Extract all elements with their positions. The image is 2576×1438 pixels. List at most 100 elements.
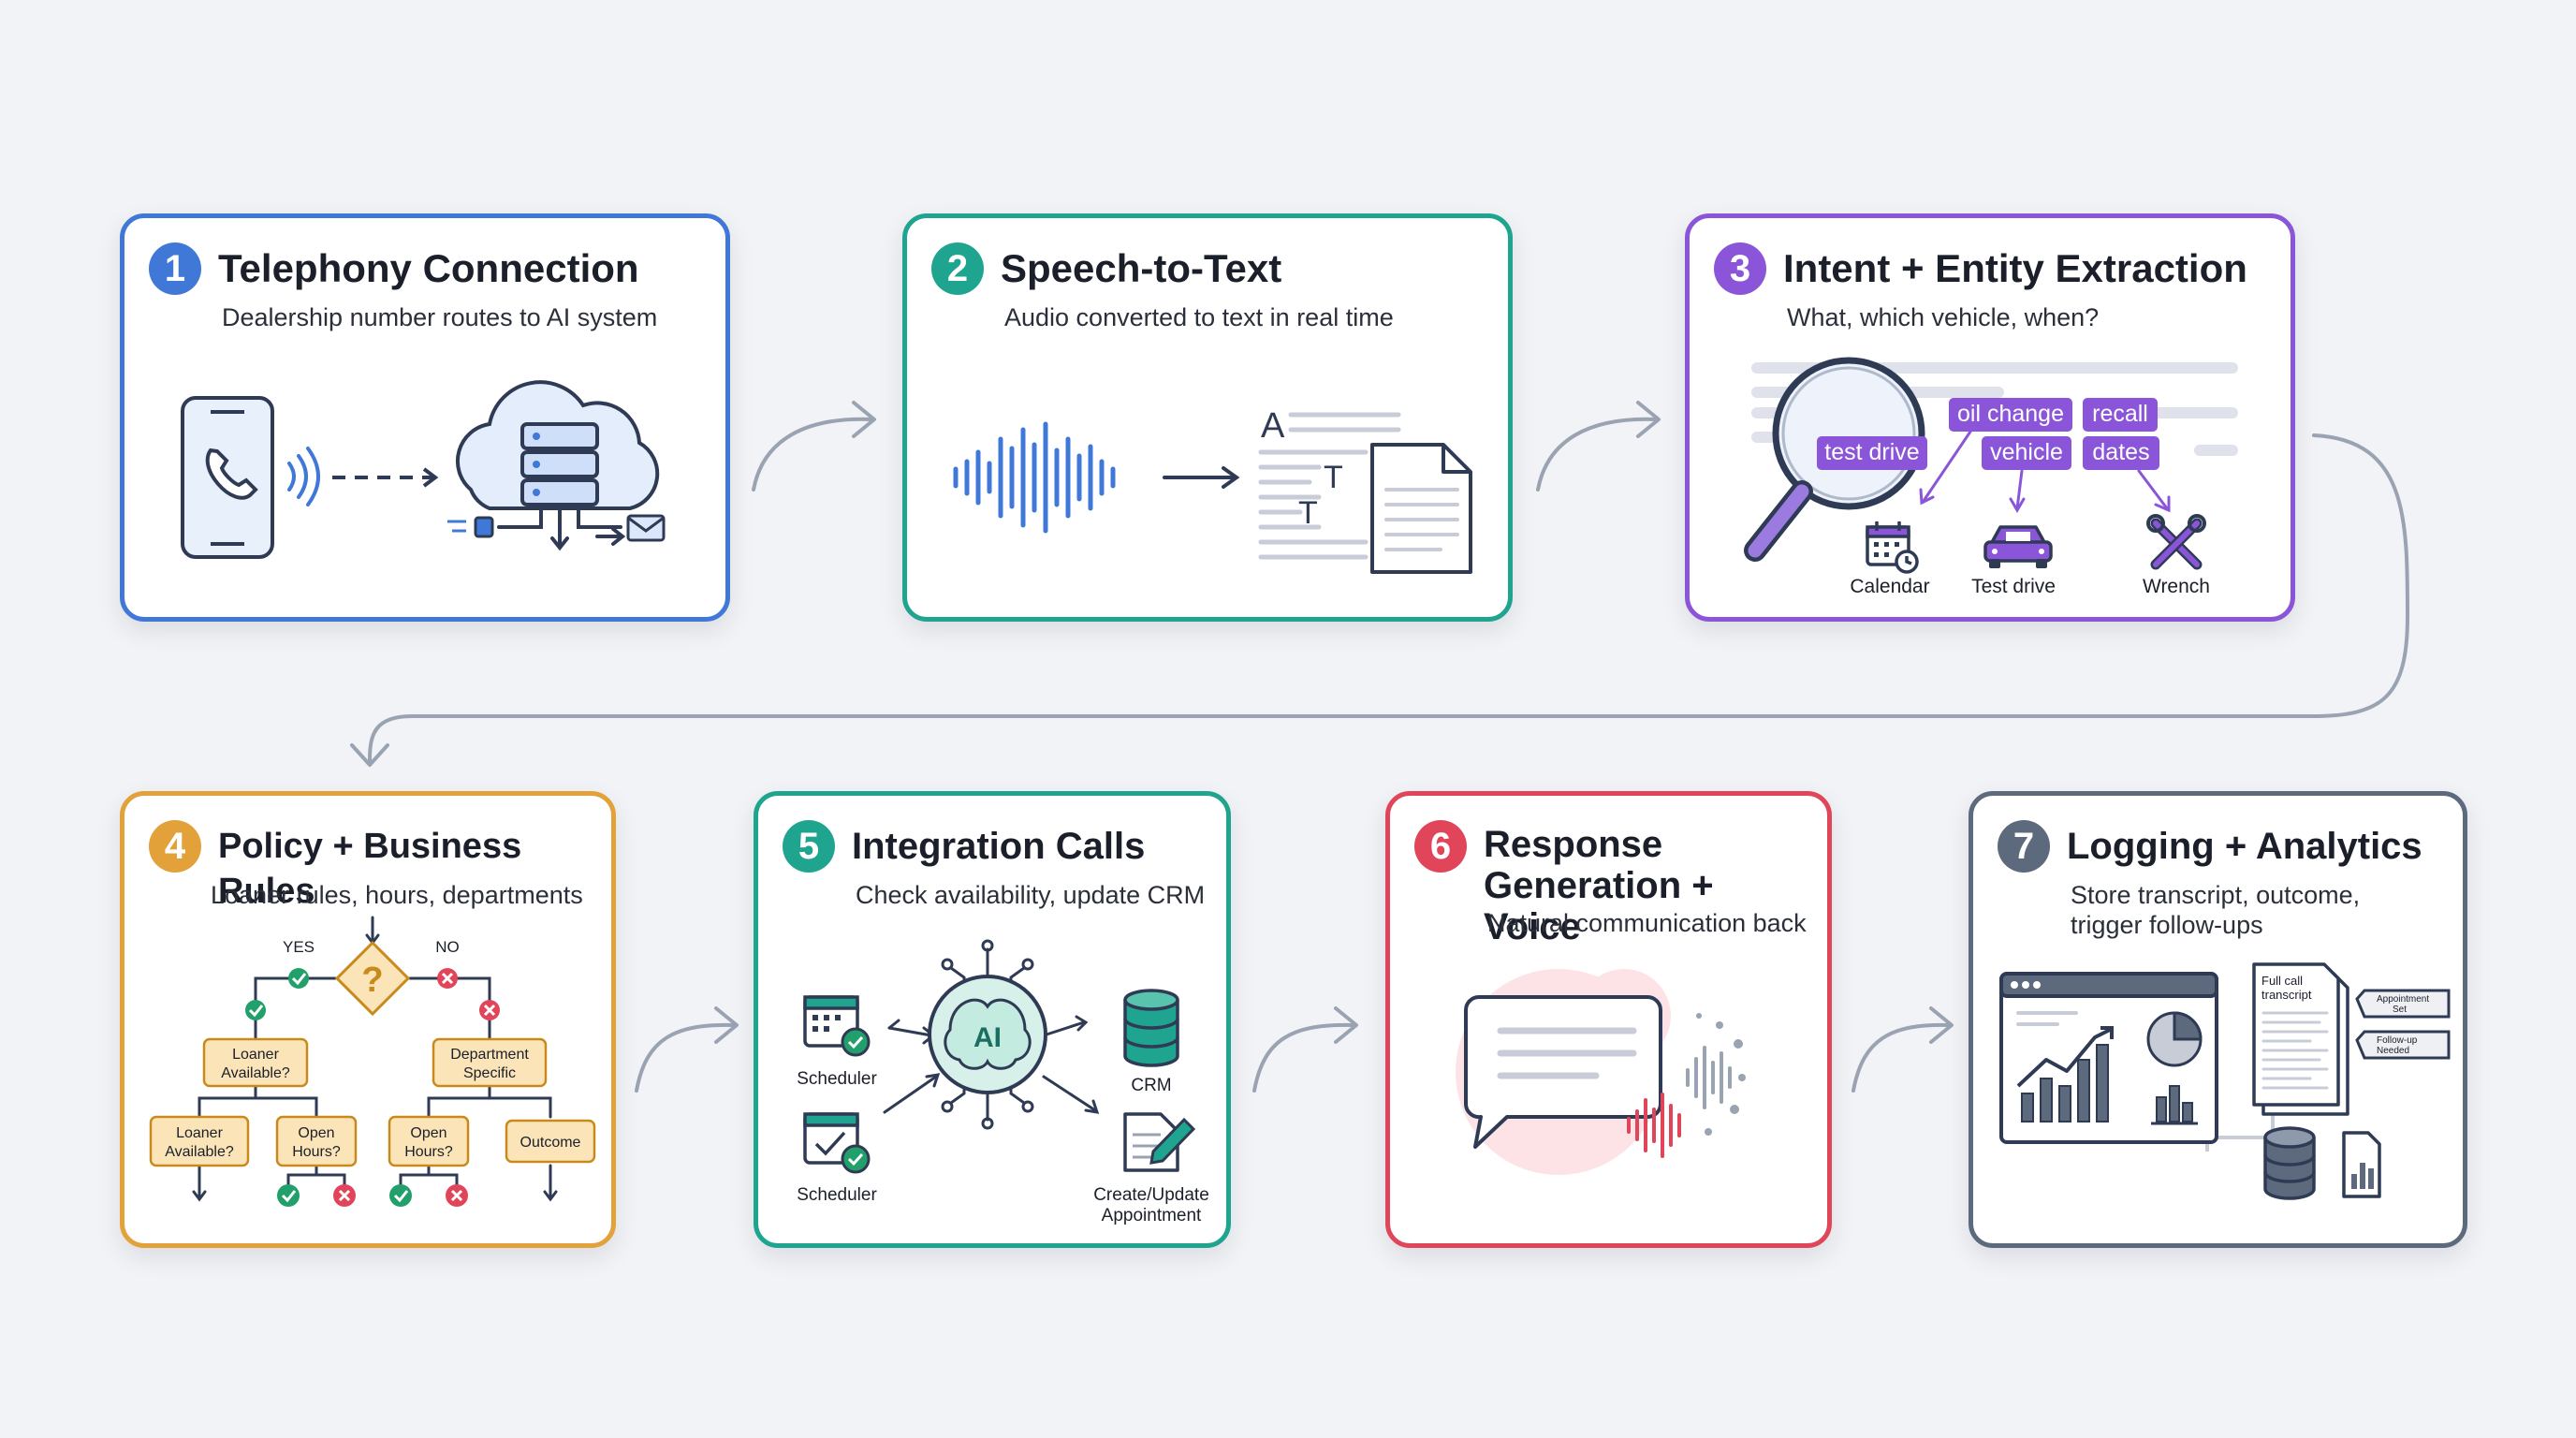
scheduler-label-2: Scheduler <box>797 1185 877 1205</box>
svg-text:Outcome: Outcome <box>520 1135 581 1151</box>
speech-to-text-illustration: A T T <box>953 406 1472 574</box>
tag-test-drive-label: test drive <box>1824 439 1919 465</box>
envelope-icon <box>626 514 666 542</box>
arrow-2-to-3 <box>1536 417 1659 492</box>
svg-text:Available?: Available? <box>165 1144 234 1160</box>
decision-question-mark: ? <box>361 961 383 1000</box>
audio-waveform-icon <box>953 421 1116 534</box>
card-subtitle-line-1: Store transcript, outcome, <box>2071 881 2361 909</box>
svg-text:Set: Set <box>2393 1005 2407 1015</box>
wrench-label: Wrench <box>2143 576 2210 597</box>
tag-dates <box>2083 436 2159 470</box>
letter-a: A <box>1261 406 1285 446</box>
tag-vehicle <box>1982 436 2071 470</box>
card-title: Response Generation + Voice <box>1484 824 1808 947</box>
logging-illustration: Full call transcript Appointment Set Fol… <box>1999 962 2451 1200</box>
tag-vehicle-label: vehicle <box>1990 439 2063 465</box>
svg-text:Department: Department <box>450 1047 529 1063</box>
svg-text:Open: Open <box>410 1125 446 1141</box>
tag-oil-change <box>1949 398 2072 432</box>
signal-waves-icon <box>287 447 320 506</box>
car-icon <box>1983 525 2053 568</box>
letter-t-1: T <box>1324 460 1343 495</box>
scheduler-calendar-icon <box>803 995 871 1057</box>
yes-label: YES <box>283 938 315 956</box>
x-icon <box>446 1184 468 1207</box>
rule-box-open-hours-1: Open Hours? <box>275 1115 358 1167</box>
right-arrow-icon <box>1163 466 1240 489</box>
crm-label: CRM <box>1131 1076 1171 1095</box>
database-icon <box>2263 1126 2316 1200</box>
transcript-document-icon: Full call transcript <box>2252 962 2349 1116</box>
check-icon <box>288 968 309 989</box>
dashed-arrow <box>332 467 439 488</box>
svg-text:Available?: Available? <box>221 1065 290 1081</box>
rule-box-department: Department Specific <box>432 1037 548 1088</box>
svg-text:Open: Open <box>298 1125 334 1141</box>
voice-waveform-icon <box>1627 1046 1732 1158</box>
card-subtitle: Store transcript, outcome, trigger follo… <box>2071 880 2444 940</box>
text-document-icon: A T T <box>1258 406 1472 574</box>
tag-appointment-set: Appointment Set <box>2355 989 2451 1019</box>
card-subtitle: Check availability, update CRM <box>856 881 1206 909</box>
arrow-6-to-7 <box>1852 1022 1952 1093</box>
card-subtitle: What, which vehicle, when? <box>1787 303 2100 331</box>
report-document-icon <box>2342 1131 2381 1198</box>
step-card-response-generation: 6 Response Generation + Voice Natural co… <box>1385 791 1832 1248</box>
response-illustration <box>1456 969 1746 1175</box>
arrow-4-to-5-head <box>714 1006 739 1044</box>
step-card-speech-to-text: 2 Speech-to-Text Audio converted to text… <box>902 213 1513 622</box>
scheduler-label-1: Scheduler <box>797 1069 877 1089</box>
check-icon <box>245 1000 266 1020</box>
x-icon <box>437 968 458 989</box>
tag-recall <box>2083 398 2158 432</box>
x-icon <box>333 1184 356 1207</box>
ai-brain-hub: AI <box>928 975 1047 1094</box>
card-title: Speech-to-Text <box>1001 246 1282 290</box>
svg-text:Loaner: Loaner <box>176 1125 223 1141</box>
card-title: Intent + Entity Extraction <box>1783 246 2247 290</box>
appointment-edit-icon <box>1123 1112 1196 1172</box>
full-call-label: Full call <box>2261 974 2303 988</box>
speech-bubble-icon <box>1463 995 1662 1149</box>
intent-illustration: oil change recall vehicle dates test dri… <box>1744 357 2238 597</box>
arrow-4-to-5 <box>635 1022 737 1093</box>
card-subtitle: Audio converted to text in real time <box>1004 303 1394 331</box>
scheduler-calendar-icon-2 <box>803 1112 871 1174</box>
rule-box-outcome: Outcome <box>505 1119 596 1164</box>
letter-t-2: T <box>1298 495 1318 531</box>
x-icon <box>479 1000 500 1020</box>
svg-text:Appointment: Appointment <box>2377 994 2429 1005</box>
arrow-3-to-4 <box>368 433 2409 762</box>
step-number-badge: 5 <box>783 820 835 873</box>
step-number-badge: 7 <box>1998 820 2050 873</box>
card-subtitle: Natural communication back <box>1487 909 1807 937</box>
card-subtitle: Loaner rules, hours, departments <box>211 881 583 909</box>
magnifier-icon: test drive <box>1744 357 1927 562</box>
card-subtitle-line-2: trigger follow-ups <box>2071 911 2263 939</box>
svg-text:Loaner: Loaner <box>232 1047 279 1063</box>
create-update-label: Create/Update <box>1093 1185 1209 1205</box>
svg-text:Hours?: Hours? <box>292 1144 341 1160</box>
step-card-logging-analytics: 7 Logging + Analytics Store transcript, … <box>1969 791 2467 1248</box>
cloud-server-icon <box>447 380 666 551</box>
step-number-badge: 4 <box>149 820 201 873</box>
arrow-6-to-7-head <box>1929 1006 1954 1044</box>
card-title-line-2: Generation + Voice <box>1484 865 1714 947</box>
crm-database-icon <box>1123 989 1179 1067</box>
card-title-line-1: Response <box>1484 824 1663 865</box>
svg-text:Specific: Specific <box>463 1065 516 1081</box>
step-card-telephony: 1 Telephony Connection Dealership number… <box>120 213 730 622</box>
calendar-label: Calendar <box>1850 576 1929 597</box>
step-card-intent-extraction: 3 Intent + Entity Extraction What, which… <box>1685 213 2295 622</box>
card-title: Policy + Business Rules <box>218 827 522 911</box>
svg-text:Needed: Needed <box>2377 1046 2409 1056</box>
step-number-badge: 1 <box>149 242 201 295</box>
tag-recall-label: recall <box>2092 401 2148 427</box>
check-icon <box>277 1184 300 1207</box>
analytics-dashboard-icon <box>1999 972 2218 1144</box>
rule-box-open-hours-2: Open Hours? <box>388 1115 470 1167</box>
rule-box-loaner: Loaner Available? <box>202 1037 309 1088</box>
decision-diamond: ? <box>334 940 411 1017</box>
